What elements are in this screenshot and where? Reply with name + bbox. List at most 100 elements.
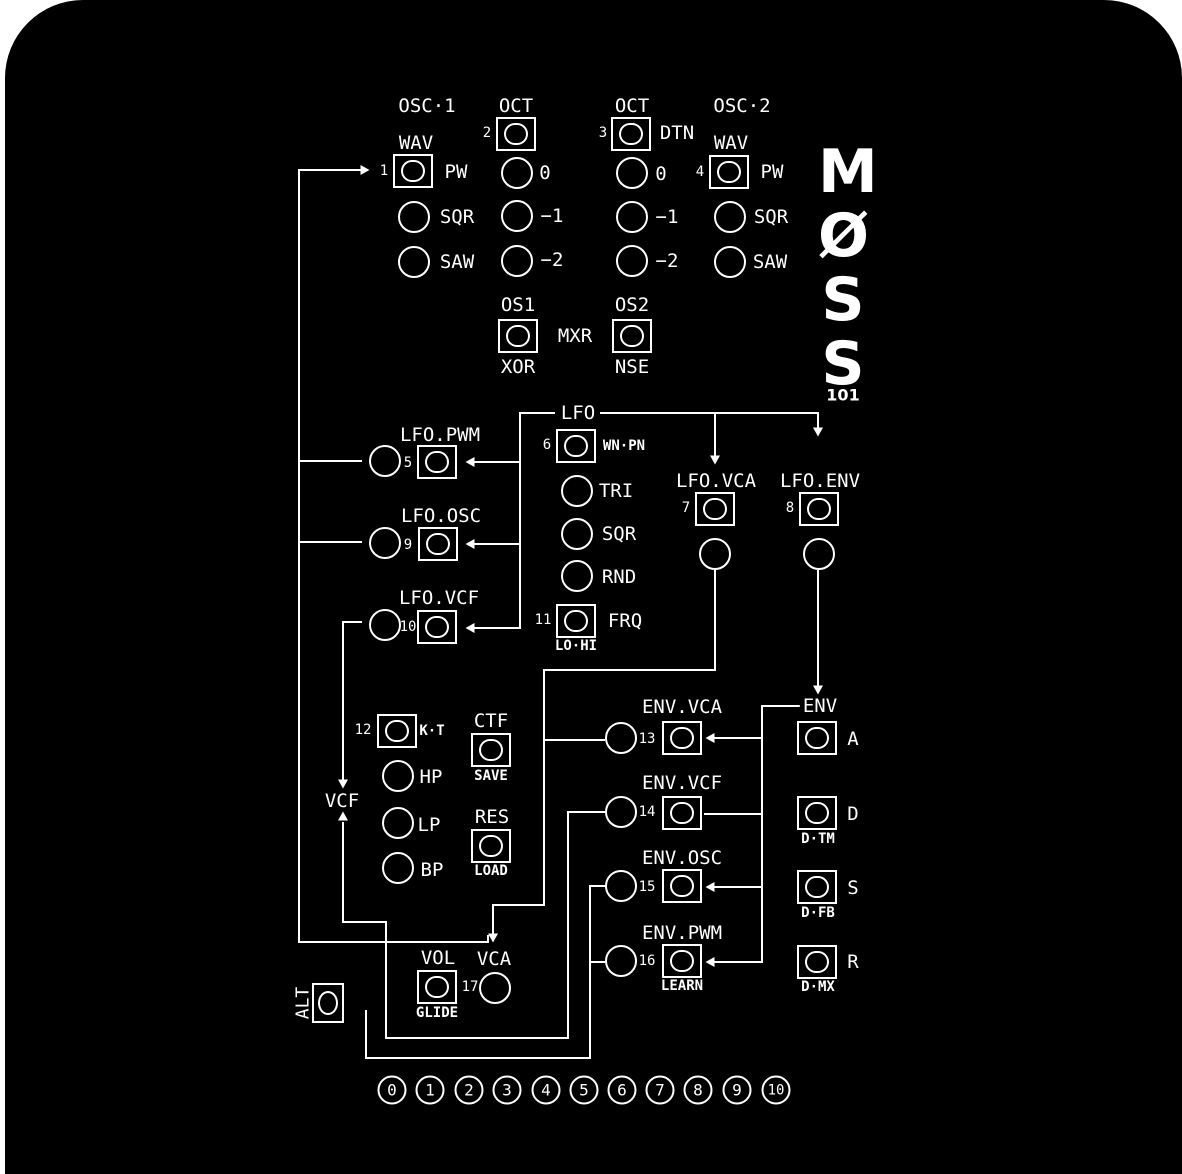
- env-pwm-label: ENV.PWM: [641, 922, 723, 944]
- osc2-title: OSC·2: [713, 95, 771, 117]
- lfo-vcf-button[interactable]: [417, 610, 457, 644]
- env-sustain-button[interactable]: [797, 870, 837, 904]
- oct1-btn-number: 2: [482, 125, 492, 141]
- filter-lp-label: LP: [417, 814, 441, 836]
- save-label: SAVE: [474, 768, 508, 784]
- arrow-icon: [705, 882, 715, 892]
- filter-res-label: RES: [474, 806, 510, 828]
- mixer-os1-button[interactable]: [498, 319, 538, 353]
- filter-bp-led: [382, 852, 414, 884]
- lfo-tri-label: TRI: [598, 480, 634, 502]
- filter-type-button[interactable]: [377, 714, 417, 748]
- vol-button[interactable]: [417, 970, 457, 1004]
- osc2-wave-button[interactable]: [709, 155, 749, 189]
- filter-kt-number: 12: [354, 722, 372, 738]
- arrow-icon: [705, 733, 715, 743]
- lfo-wave-button[interactable]: [556, 429, 596, 463]
- env-osc-label: ENV.OSC: [641, 847, 723, 869]
- scale-led: 7: [645, 1075, 675, 1105]
- filter-res-button[interactable]: [471, 829, 511, 863]
- oct1-title: OCT: [498, 95, 534, 117]
- oct2-title: OCT: [614, 95, 650, 117]
- oct1-button[interactable]: [496, 117, 536, 151]
- lfo-vca-led: [699, 538, 731, 570]
- lfo-pwm-label: LFO.PWM: [399, 424, 481, 446]
- osc2-sqr-label: SQR: [753, 206, 789, 228]
- scale-led: 3: [492, 1075, 522, 1105]
- lfo-pwm-button[interactable]: [417, 445, 457, 479]
- lfo-rnd-led: [561, 560, 593, 592]
- lfo-env-button[interactable]: [799, 492, 839, 526]
- oct1-m2-label: −2: [540, 249, 564, 271]
- filter-hp-label: HP: [419, 766, 443, 788]
- lfo-title: LFO: [556, 403, 600, 423]
- filter-ctf-button[interactable]: [471, 733, 511, 767]
- osc2-btn-number: 4: [695, 164, 705, 180]
- mixer-mxr-label: MXR: [557, 325, 593, 347]
- env-pwm-number: 16: [638, 953, 656, 969]
- oct2-m1-led: [616, 201, 648, 233]
- osc1-sqr-led: [398, 201, 430, 233]
- lfo-sqr-label: SQR: [601, 523, 637, 545]
- env-vca-button[interactable]: [662, 721, 702, 755]
- filter-ctf-label: CTF: [473, 710, 509, 732]
- env-vcf-button[interactable]: [662, 796, 702, 830]
- env-d-sub-label: D·TM: [801, 831, 835, 847]
- osc1-wave-button[interactable]: [393, 154, 433, 188]
- osc1-btn-number: 1: [379, 163, 389, 179]
- osc1-sqr-label: SQR: [439, 206, 475, 228]
- lfo-vca-button[interactable]: [695, 492, 735, 526]
- oct2-0-label: 0: [655, 163, 667, 185]
- lfo-frq-button[interactable]: [556, 604, 596, 638]
- env-r-label: R: [847, 951, 859, 973]
- oct2-0-led: [616, 157, 648, 189]
- learn-label: LEARN: [660, 978, 704, 994]
- vca-led: [479, 972, 511, 1004]
- scale-led: 9: [722, 1075, 752, 1105]
- env-attack-button[interactable]: [797, 721, 837, 755]
- lfo-osc-label: LFO.OSC: [400, 505, 482, 527]
- oct1-0-led: [501, 157, 533, 189]
- env-a-label: A: [847, 728, 859, 750]
- scale-led: 6: [607, 1075, 637, 1105]
- env-vcf-led: [605, 796, 637, 828]
- osc2-saw-label: SAW: [752, 251, 788, 273]
- arrow-icon: [338, 779, 348, 789]
- env-decay-button[interactable]: [797, 796, 837, 830]
- arrow-icon: [488, 933, 498, 943]
- lfo-env-label: LFO.ENV: [779, 470, 861, 492]
- oct2-btn-number: 3: [598, 125, 608, 141]
- scale-led: 4: [531, 1075, 561, 1105]
- mixer-xor-label: XOR: [500, 356, 536, 378]
- lfo-osc-button[interactable]: [418, 527, 458, 561]
- oct2-button[interactable]: [611, 117, 651, 151]
- filter-lp-led: [382, 807, 414, 839]
- lfo-sqr-led: [561, 518, 593, 550]
- lfo-env-led: [803, 538, 835, 570]
- env-osc-button[interactable]: [662, 869, 702, 903]
- brand-model: 101: [826, 385, 860, 405]
- load-label: LOAD: [474, 863, 508, 879]
- scale-led: 2: [454, 1075, 484, 1105]
- arrow-icon: [813, 427, 823, 437]
- filter-kt-label: K·T: [419, 723, 445, 739]
- osc1-saw-label: SAW: [439, 251, 475, 273]
- lfo-frq-sub-label: LO·HI: [554, 638, 598, 654]
- scale-led: 8: [683, 1075, 713, 1105]
- env-release-button[interactable]: [797, 945, 837, 979]
- env-pwm-led: [605, 945, 637, 977]
- vcf-label: VCF: [324, 790, 360, 812]
- alt-button[interactable]: [312, 983, 344, 1023]
- env-s-label: S: [847, 877, 859, 899]
- lfo-tri-led: [561, 475, 593, 507]
- env-vcf-label: ENV.VCF: [641, 772, 723, 794]
- synth-panel: [5, 0, 1182, 1174]
- arrow-icon: [465, 457, 475, 467]
- osc1-pw-label: PW: [444, 161, 468, 183]
- arrow-icon: [360, 165, 370, 175]
- oct1-m1-label: −1: [540, 205, 564, 227]
- mixer-os2-button[interactable]: [612, 319, 652, 353]
- env-pwm-button[interactable]: [662, 944, 702, 978]
- osc2-wav-label: WAV: [713, 132, 749, 154]
- lfo-vcf-number: 10: [399, 619, 417, 635]
